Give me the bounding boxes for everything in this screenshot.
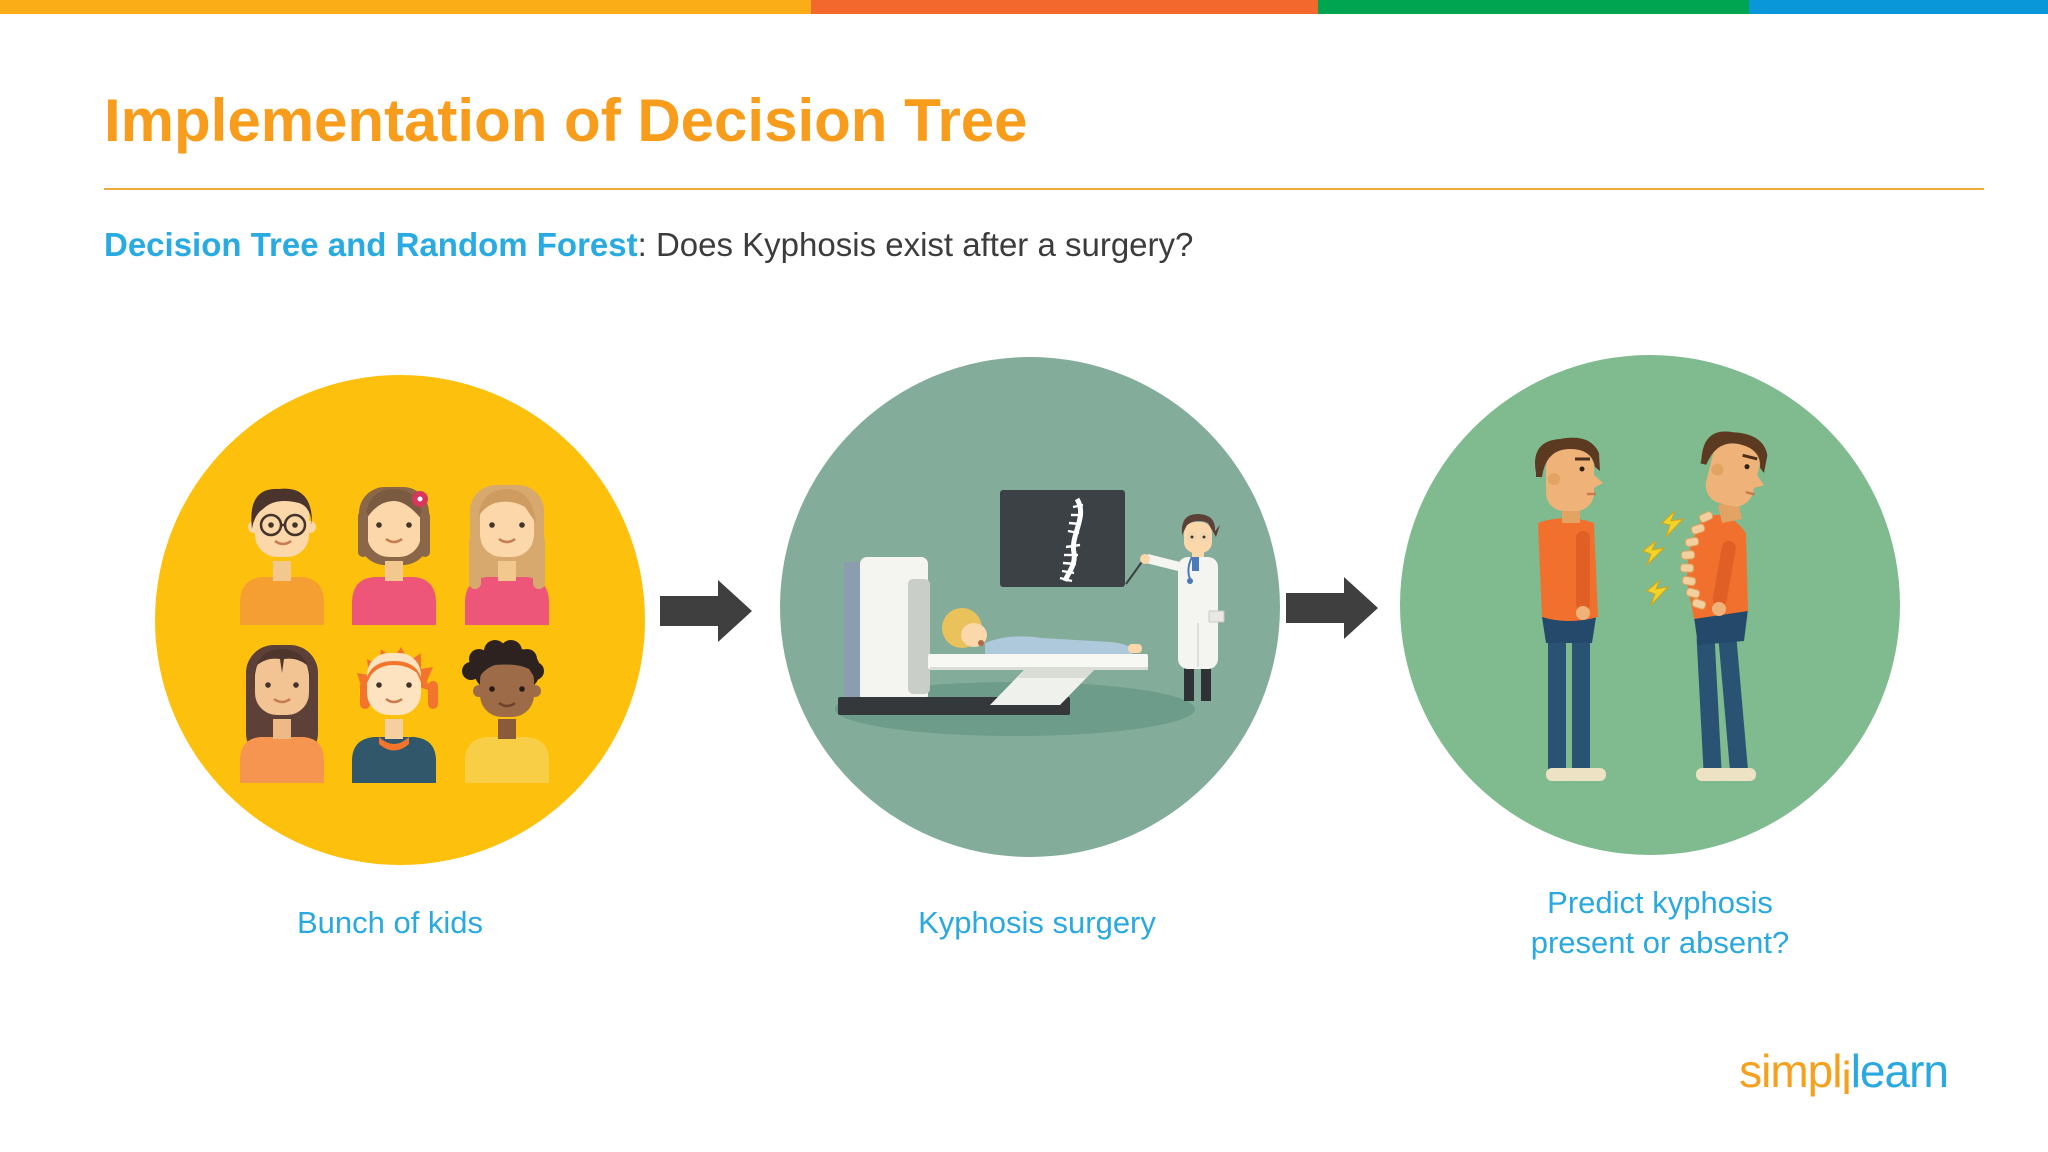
kid-boy-curly — [462, 640, 549, 783]
posture-comparison-illustration — [1535, 431, 1768, 781]
caption-kyphosis-surgery: Kyphosis surgery — [918, 905, 1156, 940]
kid-boy-ginger — [352, 647, 438, 783]
subtitle-highlight: Decision Tree and Random Forest — [104, 226, 638, 263]
logo-i: i — [1841, 1052, 1851, 1104]
spine-segments — [1679, 511, 1714, 610]
kid-boy-glasses — [240, 488, 324, 625]
bar-segment-green — [1318, 0, 1749, 14]
kid-girl-bob-flower — [352, 487, 436, 625]
surgery-scene-illustration — [835, 490, 1225, 736]
subtitle-question: : Does Kyphosis exist after a surgery? — [637, 226, 1194, 263]
page-title: Implementation of Decision Tree — [104, 87, 1028, 154]
caption-line-2: present or absent? — [1530, 925, 1790, 960]
arrow-right-icon — [660, 580, 752, 642]
simplilearn-logo: simplilearn — [1739, 1044, 1949, 1104]
doctor — [1125, 513, 1225, 701]
kid-girl-long-hair — [465, 485, 549, 625]
man-straight-posture — [1535, 437, 1606, 781]
man-kyphosis-posture — [1679, 431, 1768, 781]
kid-girl-wavy-hair — [240, 645, 324, 783]
pain-bolt-icons — [1641, 510, 1685, 606]
six-kids-illustration — [240, 485, 549, 783]
bar-segment-yellow — [0, 0, 811, 14]
arrow-right-icon — [1286, 577, 1378, 639]
title-divider — [104, 188, 1984, 190]
patient-on-table — [928, 608, 1148, 705]
logo-simpl: simpl — [1739, 1045, 1842, 1097]
subtitle: Decision Tree and Random Forest: Does Ky… — [104, 226, 1193, 264]
kyphosis-man-head — [1700, 431, 1768, 507]
bar-segment-blue — [1749, 0, 2048, 14]
step-circle-surgery — [780, 357, 1280, 857]
top-color-bar — [0, 0, 2048, 14]
caption-line-1: Predict kyphosis — [1547, 885, 1773, 920]
bar-segment-orange — [811, 0, 1318, 14]
caption-bunch-of-kids: Bunch of kids — [296, 905, 484, 940]
step-circle-predict — [1400, 355, 1900, 855]
caption-predict-kyphosis: Predict kyphosis present or absent? — [1480, 883, 1840, 963]
xray-panel — [1000, 490, 1125, 587]
step-circle-kids — [155, 375, 645, 865]
logo-learn: learn — [1850, 1045, 1949, 1097]
